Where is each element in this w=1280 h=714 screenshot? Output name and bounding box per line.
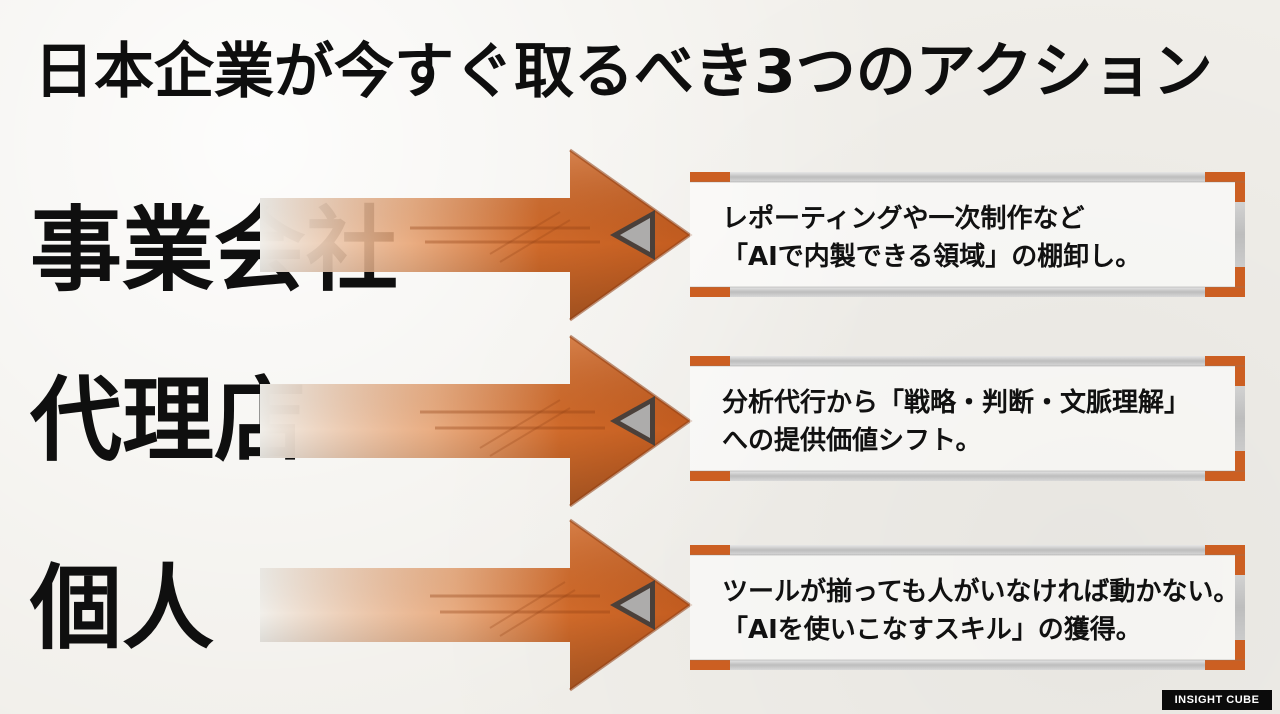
action-line-2: 「AIで内製できる領域」の棚卸し。	[722, 242, 1142, 272]
metal-frame-icon	[690, 545, 1245, 670]
action-line-1: 分析代行から「戦略・判断・文脈理解」	[722, 388, 1191, 418]
action-description-agency: 分析代行から「戦略・判断・文脈理解」 への提供価値シフト。	[722, 384, 1232, 464]
action-line-2: 「AIを使いこなすスキル」の獲得。	[722, 615, 1142, 645]
action-row-individual: 個人	[0, 518, 1280, 692]
action-box-agency: 分析代行から「戦略・判断・文脈理解」 への提供価値シフト。	[690, 356, 1245, 481]
action-box-company: レポーティングや一次制作など 「AIで内製できる領域」の棚卸し。	[690, 172, 1245, 297]
arrow-right-icon	[260, 148, 693, 322]
slide-title: 日本企業が今すぐ取るべき3つのアクション	[34, 37, 1213, 107]
brand-badge: INSIGHT CUBE	[1162, 690, 1272, 710]
arrow-right-icon	[260, 518, 693, 692]
action-line-1: ツールが揃っても人がいなければ動かない。	[722, 577, 1240, 607]
metal-frame-icon	[690, 356, 1245, 481]
action-row-agency: 代理店	[0, 334, 1280, 508]
action-description-individual: ツールが揃っても人がいなければ動かない。 「AIを使いこなすスキル」の獲得。	[722, 573, 1240, 653]
metal-frame-icon	[690, 172, 1245, 297]
arrow-right-icon	[260, 334, 693, 508]
target-label-individual: 個人	[30, 555, 215, 662]
action-line-1: レポーティングや一次制作など	[722, 204, 1085, 234]
action-line-2: への提供価値シフト。	[722, 426, 982, 456]
action-description-company: レポーティングや一次制作など 「AIで内製できる領域」の棚卸し。	[722, 200, 1232, 280]
action-box-individual: ツールが揃っても人がいなければ動かない。 「AIを使いこなすスキル」の獲得。	[690, 545, 1245, 670]
action-row-company: 事業会社	[0, 148, 1280, 322]
